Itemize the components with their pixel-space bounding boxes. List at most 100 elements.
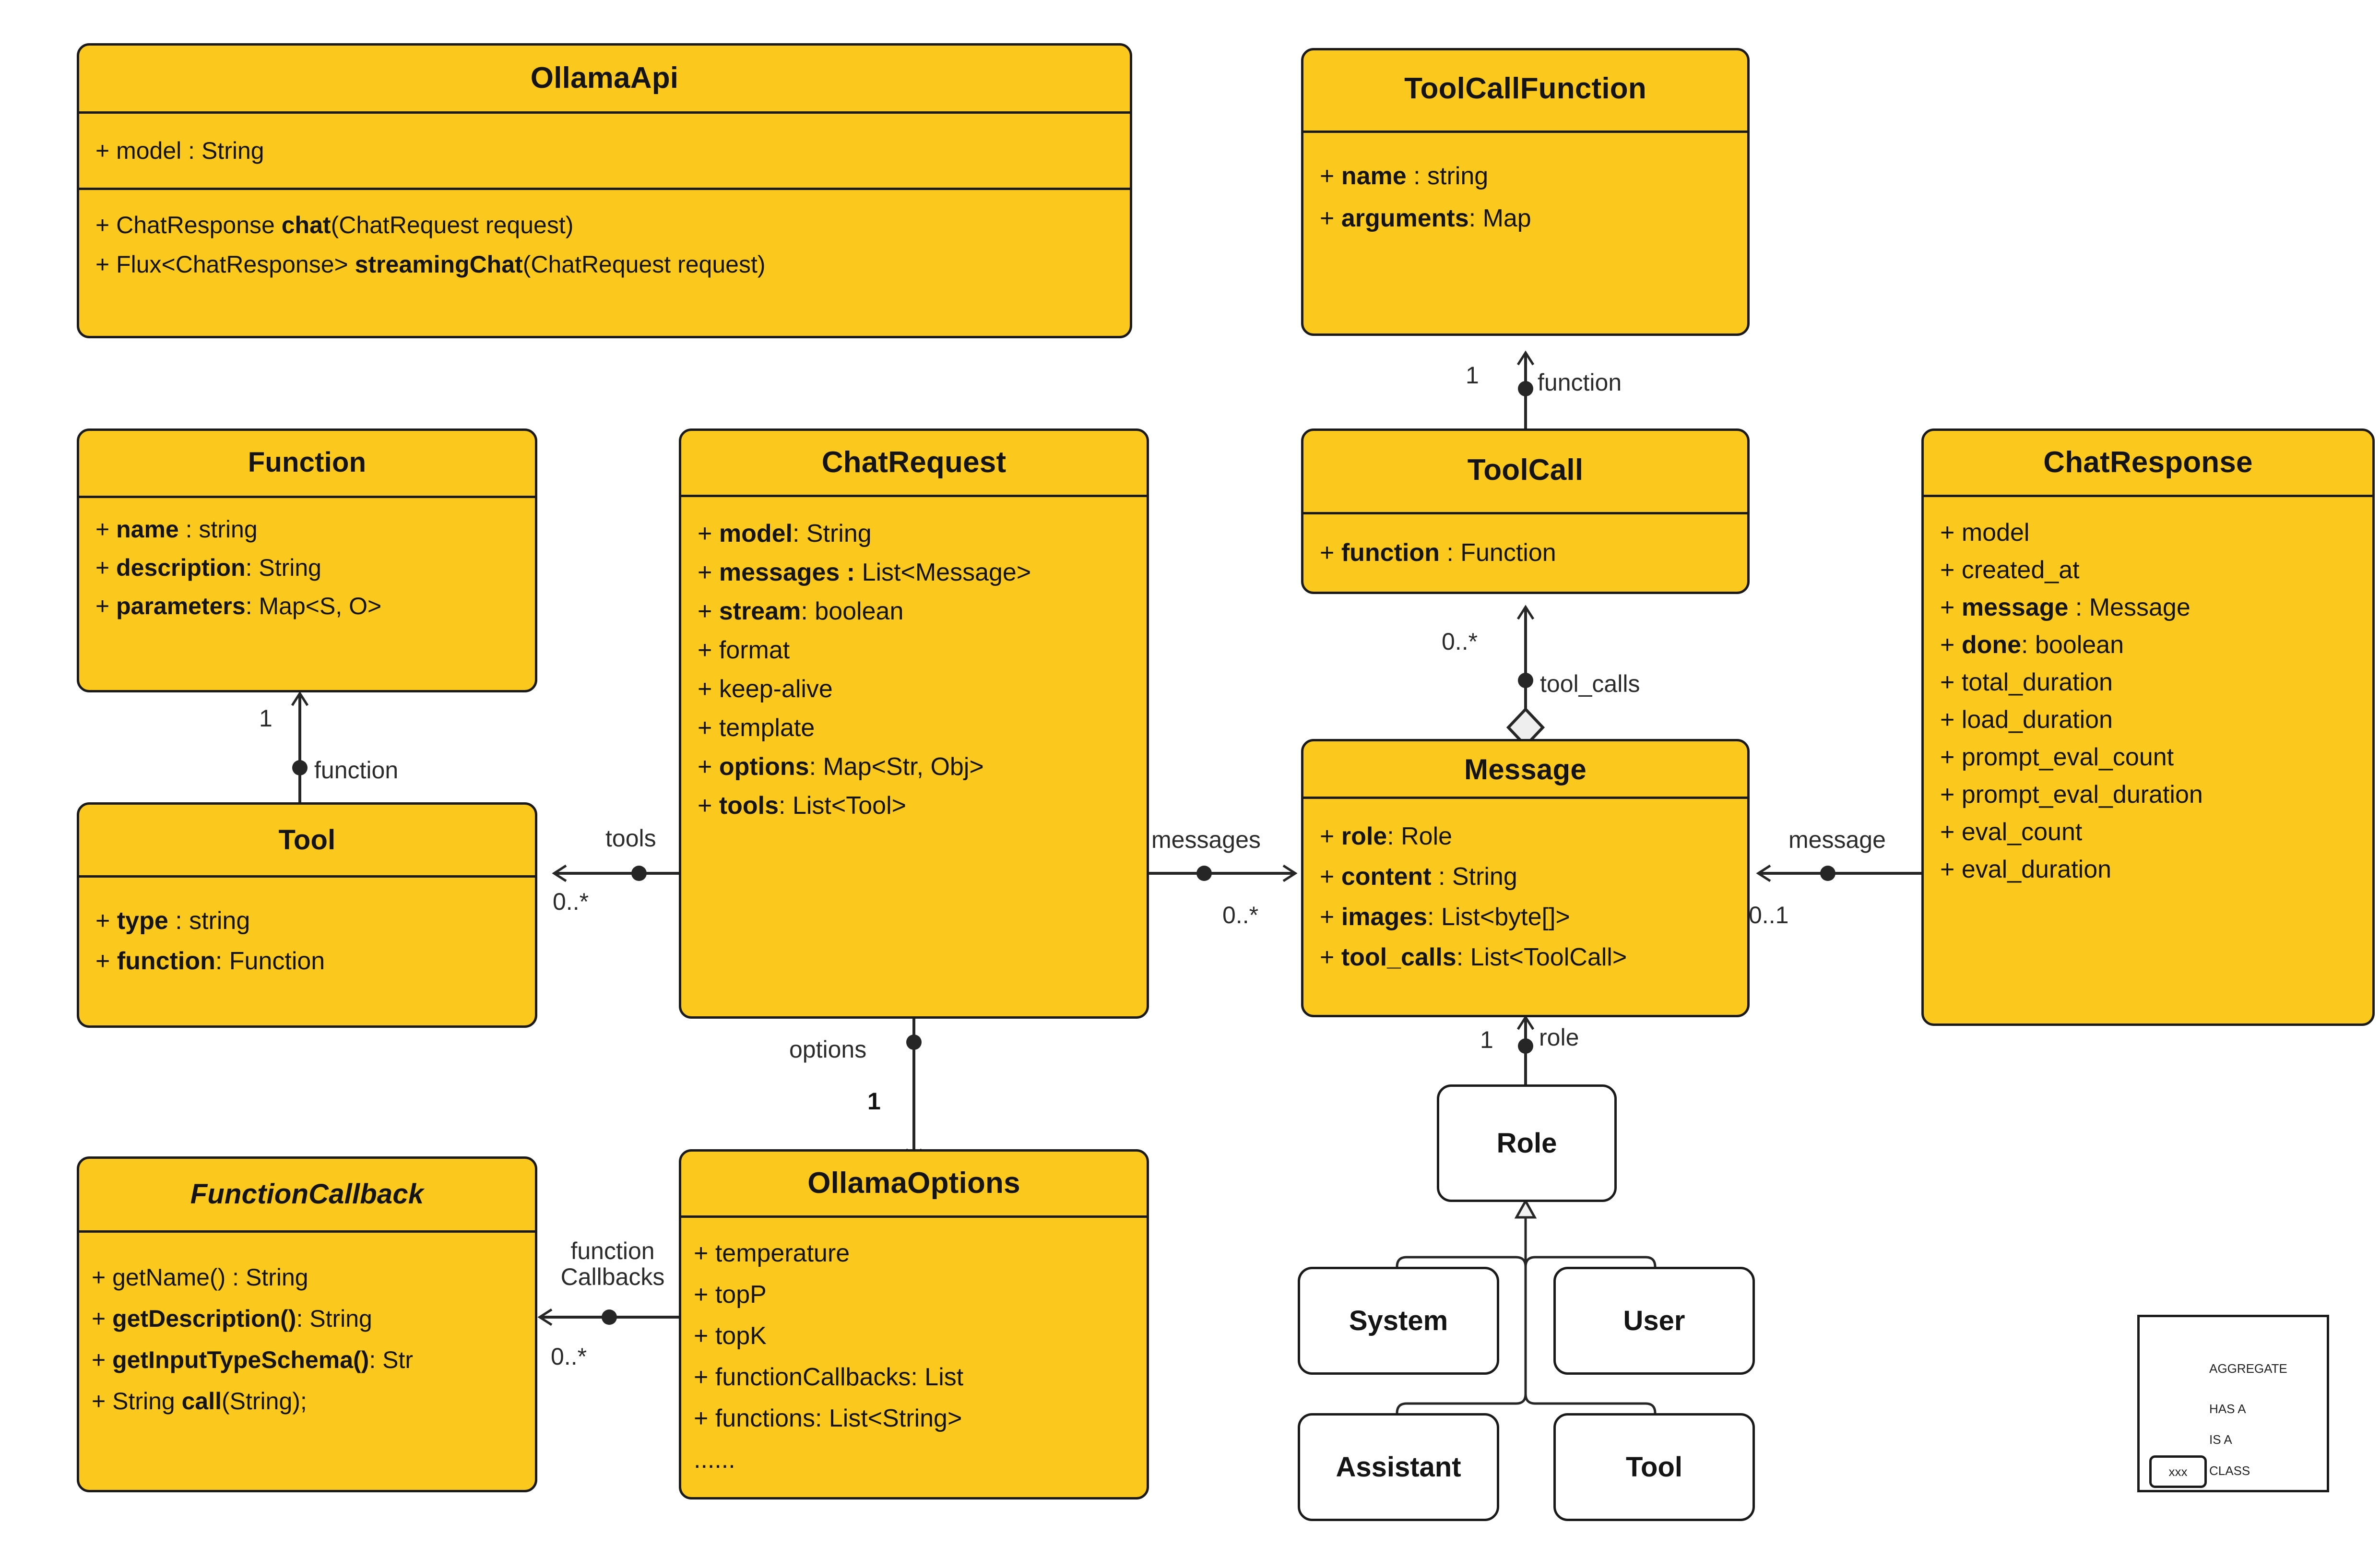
attr-type: functionCallbacks: List	[715, 1363, 964, 1391]
class-role-user[interactable]: User	[1553, 1267, 1755, 1375]
attribute-row: + arguments: Map	[1320, 204, 1731, 233]
edge-label-tool-function: function	[314, 757, 399, 784]
attribute-row: + format	[698, 636, 1130, 665]
attr-prefix: +	[698, 520, 719, 547]
class-title: Role	[1496, 1128, 1557, 1159]
attribute-row: + messages : List<Message>	[698, 558, 1130, 587]
attr-prefix: +	[1940, 856, 1962, 883]
class-title: Message	[1464, 753, 1587, 785]
class-ollama-options[interactable]: OllamaOptions + temperature + topP + top…	[679, 1149, 1149, 1499]
attribute-row: + images: List<byte[]>	[1320, 903, 1731, 931]
attr-type: : String	[245, 554, 321, 581]
method-row: + String call(String);	[92, 1387, 531, 1415]
class-title: Function	[248, 447, 367, 478]
attribute-row: + tool_calls: List<ToolCall>	[1320, 943, 1731, 972]
attribute-row: + stream: boolean	[698, 597, 1130, 626]
attr-prefix: +	[1320, 863, 1341, 891]
attr-type: : String	[1431, 863, 1517, 891]
edge-mult-chatrequest-message: 0..*	[1222, 902, 1259, 928]
section-divider	[1303, 512, 1747, 514]
edge-mult-toolcall-function: 1	[1466, 362, 1479, 389]
method-suffix: (String);	[222, 1388, 307, 1415]
class-chat-response[interactable]: ChatResponse + model + created_at + mess…	[1921, 428, 2375, 1026]
method-row: + getInputTypeSchema(): Str	[92, 1346, 531, 1374]
attributes-section: + name : string + description: String + …	[79, 498, 535, 620]
attribute-row: + tools: List<Tool>	[698, 791, 1130, 820]
attr-type: List<Message>	[855, 559, 1031, 586]
attr-prefix: +	[694, 1281, 715, 1309]
attr-prefix: +	[1940, 743, 1962, 771]
attr-name: function	[1341, 539, 1440, 567]
attr-type: format	[719, 636, 790, 664]
attr-type: total_duration	[1961, 668, 2113, 696]
attribute-row: + role: Role	[1320, 822, 1731, 851]
attr-type: : Map<Str, Obj>	[809, 753, 984, 781]
attribute-row: + content : String	[1320, 862, 1731, 891]
attr-type: : boolean	[2021, 631, 2124, 659]
attribute-row: + name : string	[1320, 162, 1731, 190]
class-title: ToolCallFunction	[1404, 72, 1646, 105]
class-role[interactable]: Role	[1437, 1084, 1617, 1202]
class-function[interactable]: Function + name : string + description: …	[77, 428, 537, 692]
attr-type: temperature	[715, 1239, 850, 1267]
class-chat-request[interactable]: ChatRequest + model: String + messages :…	[679, 428, 1149, 1019]
attr-name: tool_calls	[1341, 943, 1456, 971]
attr-prefix: +	[1940, 594, 1962, 621]
attr-type: template	[719, 714, 815, 742]
edge-label-options-functioncallback: function Callbacks	[560, 1238, 665, 1290]
class-tool-call-function[interactable]: ToolCallFunction + name : string + argum…	[1301, 48, 1750, 336]
section-divider	[681, 1215, 1147, 1218]
attribute-row: + topP	[694, 1280, 1130, 1309]
edge-mult-chatrequest-tool: 0..*	[553, 888, 589, 915]
section-divider	[79, 875, 535, 878]
attribute-row: + functionCallbacks: List	[694, 1363, 1130, 1392]
class-role-assistant[interactable]: Assistant	[1298, 1413, 1499, 1521]
attr-prefix: +	[95, 593, 117, 619]
method-name: streamingChat	[355, 251, 523, 278]
attr-prefix: +	[698, 559, 719, 586]
attribute-row: + functions: List<String>	[694, 1404, 1130, 1433]
class-tool-call[interactable]: ToolCall + function : Function	[1301, 428, 1750, 594]
legend-label: AGGREGATE	[2209, 1361, 2287, 1376]
legend-row-has-a: HAS A	[2209, 1402, 2246, 1416]
method-name: getInputTypeSchema()	[112, 1346, 369, 1373]
attr-name: function	[117, 947, 215, 975]
class-ollama-api[interactable]: OllamaApi + model : String + ChatRespons…	[77, 43, 1132, 338]
section-divider	[1924, 495, 2372, 497]
attr-prefix: +	[698, 636, 719, 664]
class-box-icon: xxx	[2149, 1455, 2207, 1488]
class-tool[interactable]: Tool + type : string + function: Functio…	[77, 802, 537, 1028]
class-role-system[interactable]: System	[1298, 1267, 1499, 1375]
attr-name: message	[1961, 594, 2069, 621]
edge-label-toolcall-message: tool_calls	[1540, 670, 1640, 697]
class-function-callback[interactable]: FunctionCallback + getName() : String + …	[77, 1156, 537, 1492]
section-divider	[79, 188, 1130, 190]
method-row: + ChatResponse chat(ChatRequest request)	[95, 211, 1113, 239]
edge-mult-toolcall-message: 0..*	[1442, 628, 1478, 655]
attr-prefix: +	[1320, 539, 1341, 567]
attr-name: type	[117, 907, 168, 935]
attr-type: load_duration	[1961, 706, 2113, 734]
attribute-row: + done: boolean	[1940, 631, 2356, 659]
class-role-tool[interactable]: Tool	[1553, 1413, 1755, 1521]
attribute-row: + options: Map<Str, Obj>	[698, 752, 1130, 781]
attr-name: content	[1341, 863, 1432, 891]
attr-prefix: +	[694, 1404, 715, 1432]
attribute-row: + message : Message	[1940, 593, 2356, 622]
edge-chatresponse-message	[1756, 864, 1921, 882]
attribute-row: + total_duration	[1940, 668, 2356, 697]
class-title: System	[1349, 1305, 1448, 1336]
attr-prefix: +	[95, 907, 117, 935]
legend-row-is-a: IS A	[2209, 1432, 2232, 1447]
method-name: getDescription()	[112, 1305, 296, 1332]
edge-mult-chatresponse-message: 0..1	[1749, 902, 1789, 928]
section-divider	[1303, 131, 1747, 133]
attr-type: : boolean	[801, 597, 904, 625]
attr-prefix: +	[1940, 668, 1962, 696]
attr-name: messages :	[719, 559, 855, 586]
attr-name: name	[1341, 162, 1407, 190]
method-prefix: +	[92, 1346, 113, 1373]
class-message[interactable]: Message + role: Role + content : String …	[1301, 739, 1750, 1017]
edge-mult-tool-function: 1	[259, 705, 272, 732]
